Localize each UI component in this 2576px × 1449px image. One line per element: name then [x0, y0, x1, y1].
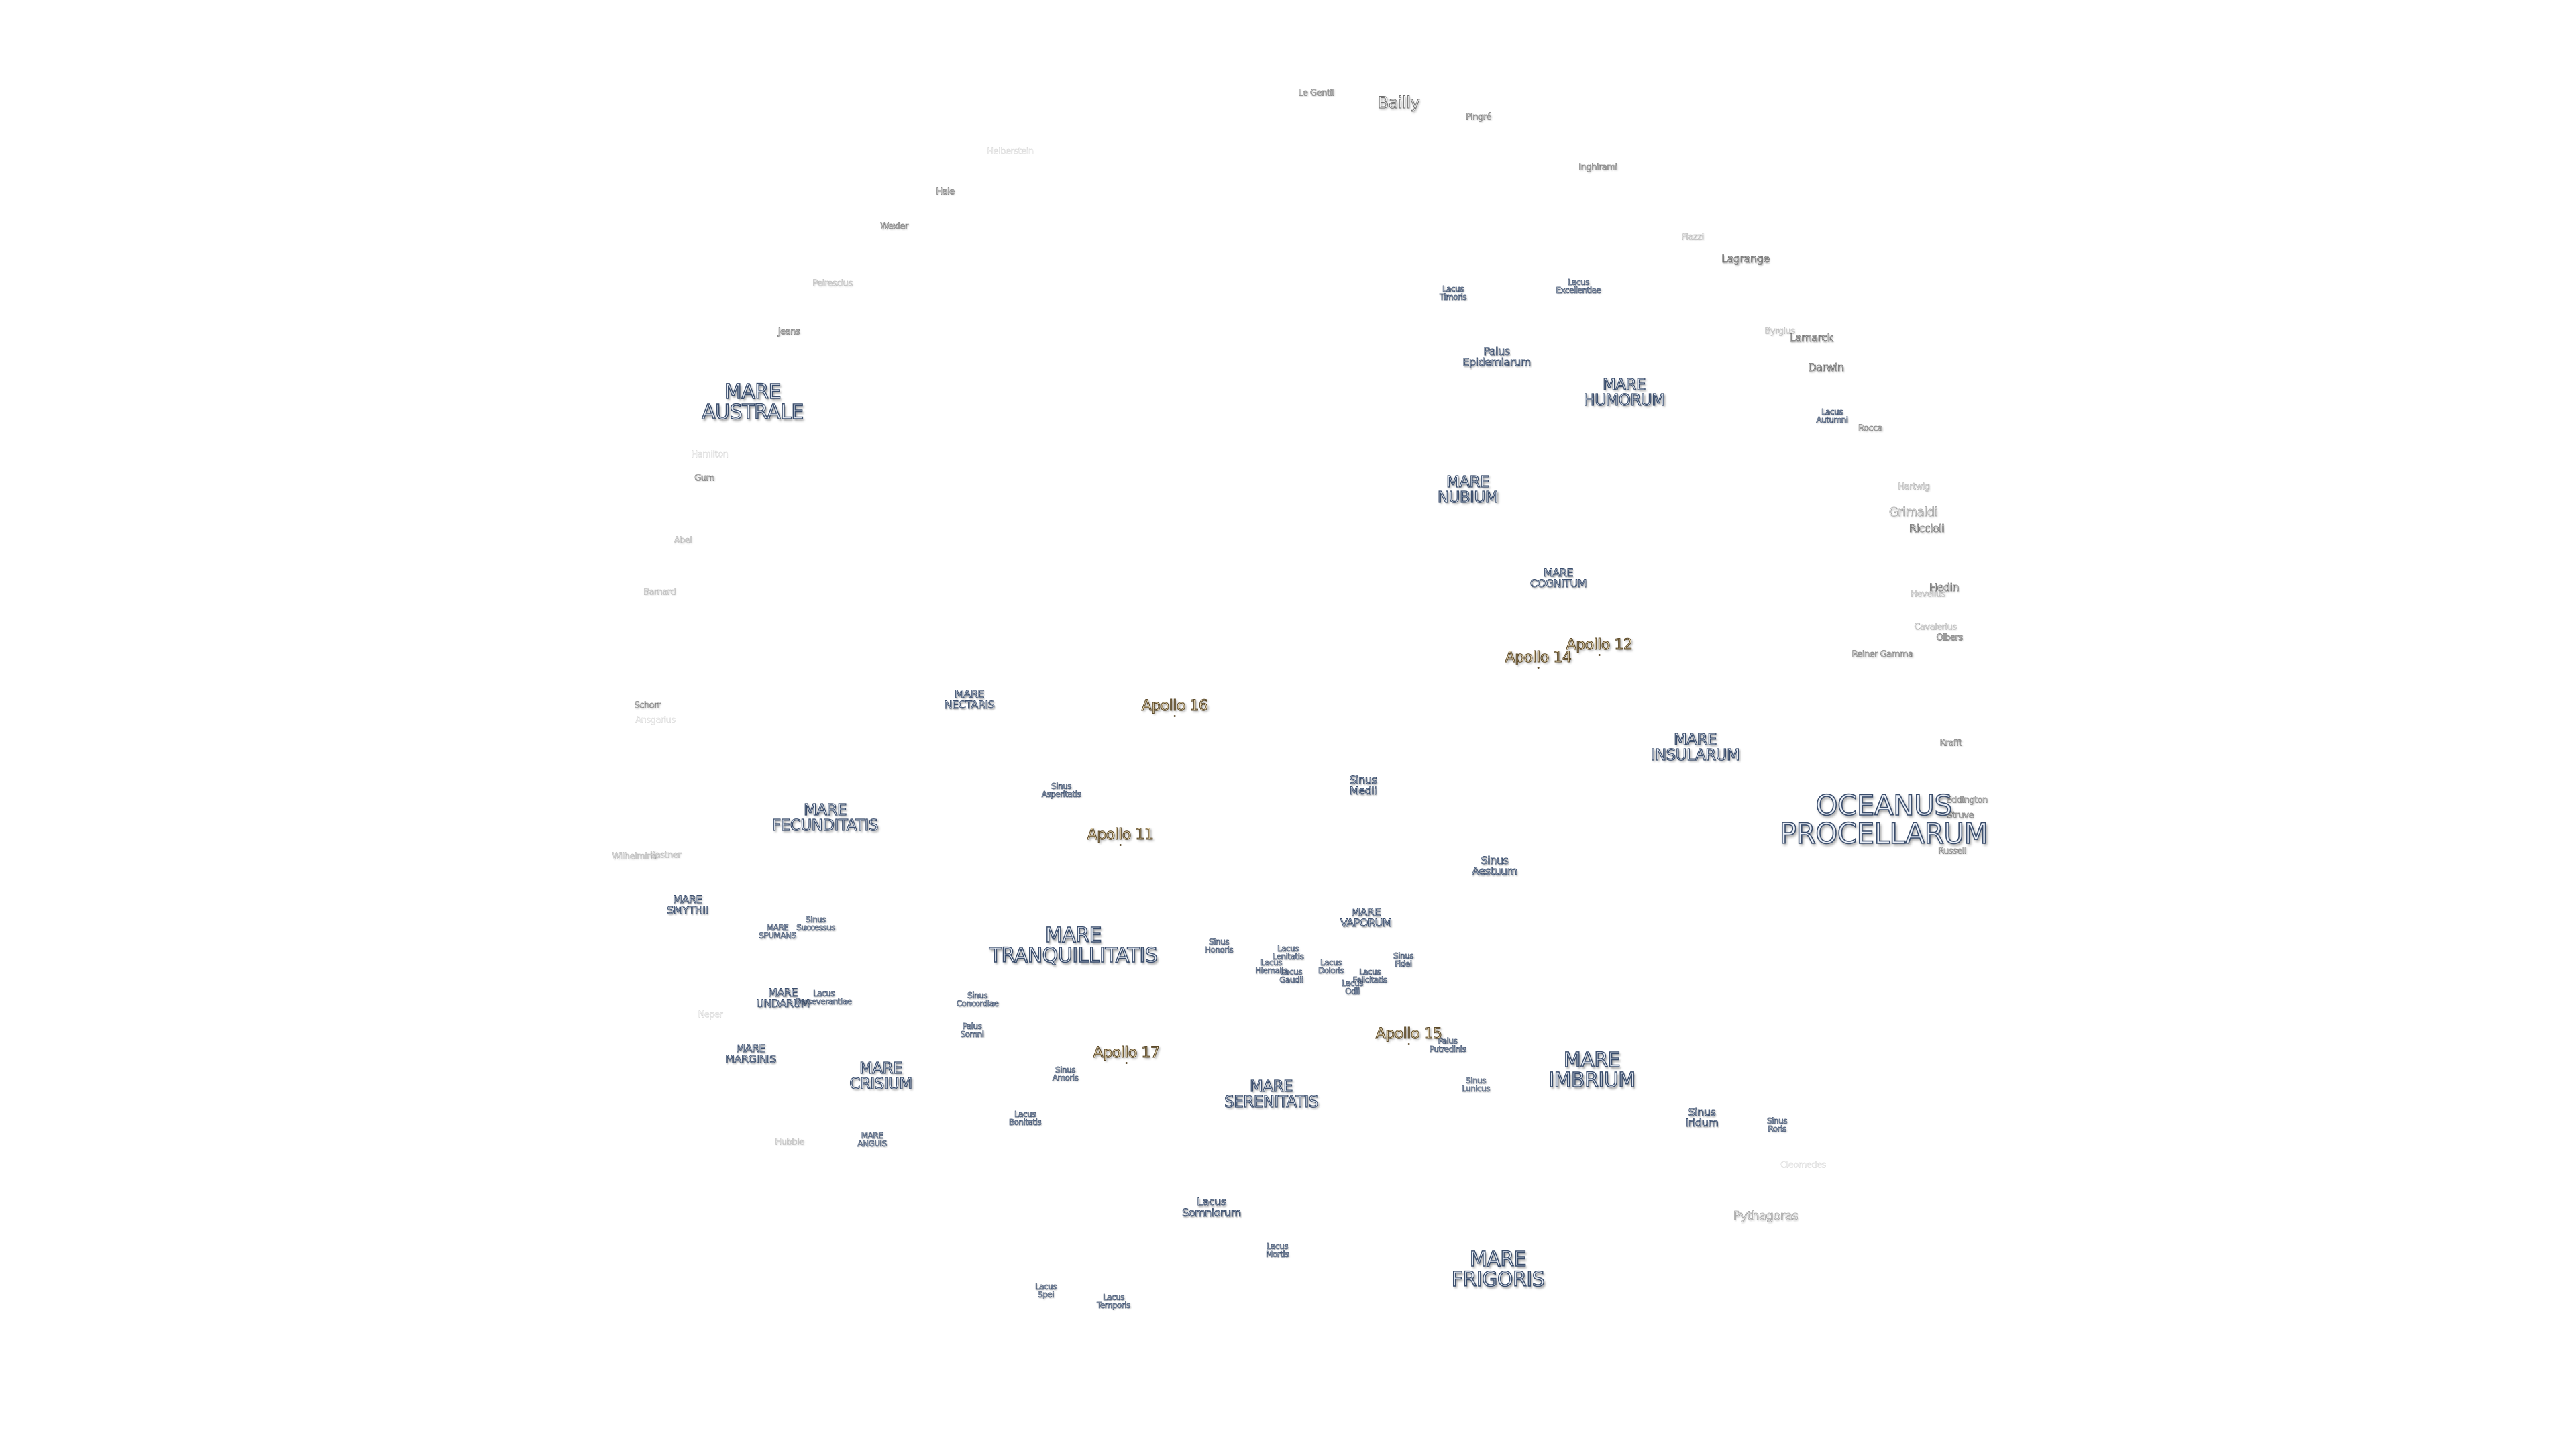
mare-cognitum: MARE COGNITUM — [1529, 566, 1587, 590]
mare-spumans: MARE SPUMANS — [759, 923, 797, 941]
crater-hartwig: Hartwig — [1898, 482, 1930, 492]
sinus-honoris: Sinus Honoris — [1204, 937, 1234, 955]
crater-riccioli: Riccioli — [1909, 522, 1945, 535]
mare-undarum: MARE UNDARUM — [756, 986, 810, 1010]
mare-frigoris: MARE FRIGORIS — [1451, 1248, 1545, 1291]
mare-serenitatis: MARE SERENITATIS — [1224, 1078, 1319, 1111]
mare-nubium: MARE NUBIUM — [1437, 474, 1499, 506]
crater-byrgius: Byrgius — [1764, 326, 1795, 337]
crater-eddington: Eddington — [1946, 795, 1988, 806]
crater-abel: Abel — [674, 535, 692, 546]
crater-darwin: Darwin — [1808, 361, 1845, 374]
lacus-gaudii: Lacus Gaudii — [1279, 967, 1304, 985]
crater-ansgarius: Ansgarius — [635, 715, 676, 726]
crater-neper: Neper — [698, 1010, 723, 1020]
crater-inghirami: Inghirami — [1578, 162, 1617, 173]
apollo-16-site: Apollo 16 — [1141, 698, 1208, 717]
crater-wexler: Wexler — [880, 221, 909, 232]
mare-tranquillitatis: MARE TRANQUILLITATIS — [989, 924, 1158, 967]
crater-hale: Hale — [936, 186, 955, 197]
lacus-hiemalis: Lacus Hiemalis — [1255, 958, 1288, 975]
sinus-concordiae: Sinus Concordiae — [956, 991, 999, 1008]
crater-wilhelmina: Wilhelmina — [612, 851, 657, 862]
sinus-fidei: Sinus Fidei — [1393, 951, 1414, 969]
crater-krafft: Krafft — [1939, 738, 1962, 749]
crater-lamarck: Lamarck — [1789, 331, 1833, 344]
mare-fecunditatis: MARE FECUNDITATIS — [771, 802, 879, 835]
crater-gum: Gum — [694, 473, 715, 484]
crater-le-gentil: Le Gentil — [1298, 88, 1334, 99]
lacus-mortis: Lacus Mortis — [1266, 1242, 1289, 1259]
lacus-lenitatis: Lacus Lenitatis — [1272, 944, 1304, 961]
palus-somni: Palus Somni — [960, 1022, 984, 1039]
sinus-medii: Sinus Medii — [1349, 773, 1377, 797]
crater-lagrange: Lagrange — [1721, 252, 1770, 265]
sinus-roris: Sinus Roris — [1767, 1116, 1788, 1134]
lacus-timoris: Lacus Timoris — [1439, 284, 1467, 302]
palus-putredinis: Palus Putredinis — [1429, 1036, 1466, 1054]
crater-hamilton: Hamilton — [691, 449, 729, 460]
crater-cleomedes: Cleomedes — [1780, 1160, 1827, 1171]
apollo-12-site: Apollo 12 — [1566, 637, 1633, 656]
sinus-lunicus: Sinus Lunicus — [1462, 1076, 1491, 1093]
crater-hevelius: Hevelius — [1911, 589, 1946, 600]
lacus-perseverantiae: Lacus Perseverantiae — [796, 989, 852, 1006]
crater-schorr: Schorr — [634, 700, 661, 711]
crater-russell: Russell — [1938, 846, 1967, 857]
crater-kastner: Kastner — [649, 850, 682, 861]
crater-jeans: Jeans — [777, 327, 800, 337]
crater-peirescius: Peirescius — [812, 278, 853, 289]
apollo-11-site: Apollo 11 — [1087, 826, 1154, 846]
mare-marginis: MARE MARGINIS — [725, 1042, 777, 1065]
crater-olbers: Olbers — [1936, 633, 1963, 643]
lacus-autumni: Lacus Autumni — [1816, 407, 1848, 425]
crater-hedin: Hedin — [1929, 581, 1960, 594]
apollo-15-site: Apollo 15 — [1375, 1026, 1442, 1045]
crater-rocca: Rocca — [1858, 423, 1883, 434]
lacus-excellentiae: Lacus Excellentiae — [1556, 278, 1601, 295]
mare-vaporum: MARE VAPORUM — [1340, 906, 1392, 929]
mare-anguis: MARE ANGUIS — [857, 1131, 888, 1148]
mare-australe: MARE AUSTRALE — [701, 380, 804, 424]
sinus-aestuum: Sinus Aestuum — [1472, 854, 1518, 877]
crater-pingre: Pingré — [1466, 112, 1492, 123]
lacus-bonitatis: Lacus Bonitatis — [1008, 1110, 1042, 1127]
oceanus-procellarum: OCEANUS PROCELLARUM — [1779, 789, 1989, 850]
mare-smythii: MARE SMYTHII — [667, 893, 709, 916]
crater-cavalerius: Cavalerius — [1914, 622, 1957, 633]
crater-grimaldi: Grimaldi — [1888, 505, 1938, 519]
mare-humorum: MARE HUMORUM — [1583, 376, 1666, 409]
lacus-somniorum: Lacus Somniorum — [1182, 1195, 1242, 1219]
palus-epidemiarum: Palus Epidemiarum — [1462, 345, 1532, 368]
sinus-successus: Sinus Successus — [796, 915, 836, 932]
mare-nectaris: MARE NECTARIS — [944, 688, 995, 711]
lacus-felicitatis: Lacus Felicitatis — [1352, 967, 1387, 985]
mare-imbrium: MARE IMBRIUM — [1548, 1049, 1636, 1092]
apollo-17-site: Apollo 17 — [1093, 1044, 1160, 1064]
lacus-doloris: Lacus Doloris — [1318, 958, 1344, 975]
crater-helberstein: Helberstein — [987, 146, 1034, 157]
sinus-amoris: Sinus Amoris — [1052, 1065, 1079, 1083]
lacus-odii: Lacus Odii — [1342, 979, 1364, 996]
crater-hubble: Hubble — [775, 1137, 804, 1148]
crater-piazzi: Piazzi — [1681, 232, 1704, 243]
sinus-asperitatis: Sinus Asperitatis — [1041, 782, 1081, 799]
crater-reiner-gamma: Reiner Gamma — [1851, 649, 1913, 660]
crater-bailly: Bailly — [1377, 93, 1420, 112]
mare-insularum: MARE INSULARUM — [1650, 731, 1740, 764]
apollo-14-site: Apollo 14 — [1505, 649, 1572, 669]
crater-pythagoras: Pythagoras — [1733, 1209, 1799, 1223]
crater-struve: Struve — [1947, 810, 1974, 821]
lacus-temporis: Lacus Temporis — [1097, 1293, 1131, 1310]
sinus-iridum: Sinus Iridum — [1685, 1106, 1719, 1129]
mare-crisium: MARE CRISIUM — [849, 1060, 913, 1093]
lacus-spei: Lacus Spei — [1035, 1282, 1057, 1299]
crater-barnard: Barnard — [643, 587, 676, 598]
